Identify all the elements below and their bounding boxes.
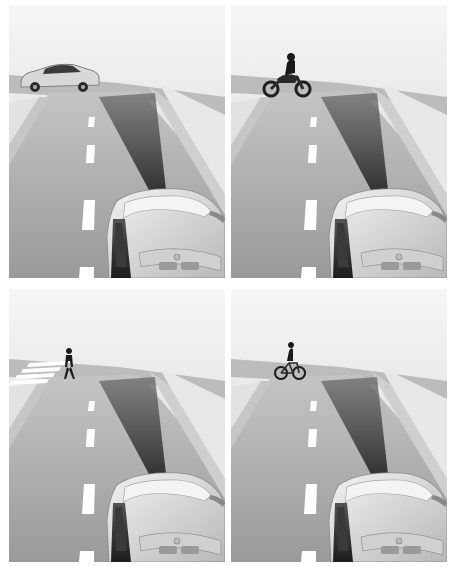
scene-pedestrian — [9, 289, 225, 562]
scene-motorcycle — [231, 5, 447, 278]
panel-car-crossing — [9, 5, 225, 278]
panel-cyclist-crossing — [231, 289, 447, 562]
panel-motorcycle-crossing — [231, 5, 447, 278]
scene-car — [9, 5, 225, 278]
scene-cyclist — [231, 289, 447, 562]
panel-pedestrian-crossing — [9, 289, 225, 562]
